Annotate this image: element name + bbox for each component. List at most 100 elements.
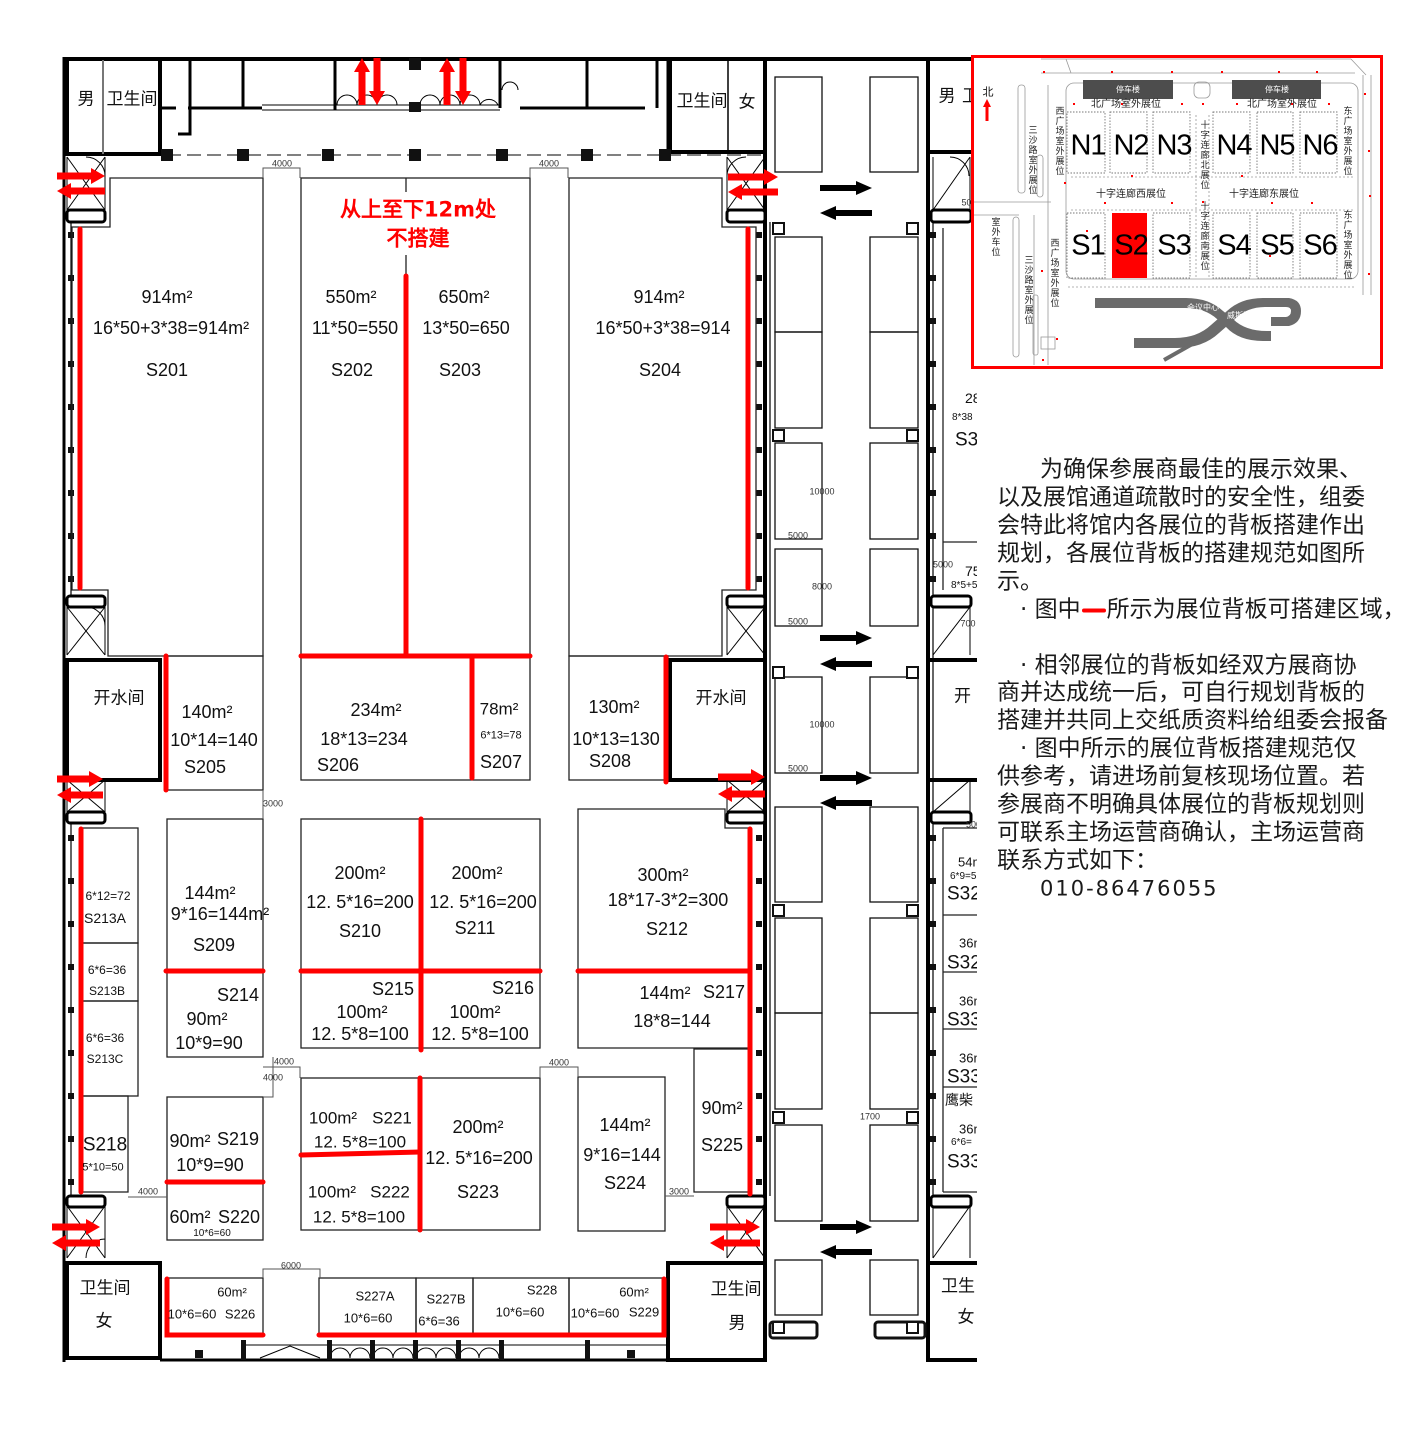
booth-area: 100m² — [336, 1002, 388, 1022]
booth-area: 144m² — [184, 883, 236, 903]
door-right-middle — [726, 606, 766, 656]
instruction-line: 搭建并共同上交纸质资料给组委会报备 — [997, 707, 1388, 734]
booth-formula: 9*16=144m² — [170, 904, 270, 924]
dimension-label: 4000 — [538, 158, 560, 169]
legend-suffix: 所示为展位背板可搭建区域， — [1106, 596, 1406, 623]
booth-area: 200m² — [452, 1117, 504, 1137]
booth-id: S213A — [83, 910, 127, 926]
booth-formula: 10*14=140 — [170, 730, 258, 750]
flow-arrow-right-icon — [820, 1220, 872, 1234]
columns — [161, 58, 671, 1360]
door-edge-lower — [932, 779, 971, 813]
booth-id: S206 — [316, 755, 360, 775]
dimension-label: 4000 — [271, 158, 293, 169]
corridor-stands — [768, 76, 927, 1340]
inset-corridor-south-label: 十字连廊南展位 — [1198, 201, 1209, 271]
booth-id: S228 — [526, 1282, 558, 1298]
booth-formula: 10*13=130 — [572, 729, 660, 749]
booth-id: S218 — [82, 1134, 128, 1156]
booth-outline-S201 — [71, 177, 264, 657]
north-arrow-icon — [983, 99, 991, 121]
door-edge-bottom — [932, 1205, 971, 1259]
edge-booth-label: 36m — [959, 1050, 977, 1066]
dimension-label: 5000 — [932, 559, 954, 570]
corridor-bench — [768, 1320, 819, 1340]
corridor-pillar — [772, 222, 919, 1334]
inset-conference-center-label: 会议中心 — [1187, 303, 1219, 312]
door-edge-middle — [932, 606, 971, 656]
booth-formula: 10*6=60 — [570, 1305, 620, 1321]
instruction-line: 可联系主场运营商确认，主场运营商 — [997, 819, 1365, 846]
dimension-label: 3000 — [262, 798, 284, 809]
edge-booth-label: 8*5+5 — [951, 580, 977, 591]
booth-area: 914m² — [633, 287, 685, 307]
column — [659, 149, 671, 161]
edge-booth-label: S3 — [955, 429, 977, 451]
dimension-bracket — [262, 167, 301, 178]
edge-booth-label: S33 — [947, 1066, 977, 1088]
edge-booth-label: S33 — [947, 1009, 977, 1031]
wall-piece — [725, 810, 767, 825]
restroom-bottom-left — [65, 1261, 162, 1360]
backboard-lines — [77, 226, 753, 1338]
inset-map-drawing — [974, 58, 1372, 365]
corridor-stand — [869, 1012, 919, 1110]
booth-formula: 12. 5*16=200 — [306, 892, 414, 912]
booth-id: S213B — [88, 984, 126, 998]
floor-plan: 男 卫生间 卫生间 女 男 卫 开水间 开水间 开 卫生间 女 卫生间 男 卫生… — [52, 57, 977, 1362]
inset-hall-N2 — [1109, 111, 1148, 174]
corridor-pillars — [772, 222, 919, 1334]
flow-arrow-right-icon — [820, 771, 872, 785]
booth-id: S207 — [479, 752, 523, 772]
corridor-stand — [774, 76, 823, 173]
booth-area: 60m² — [619, 1284, 649, 1300]
dimension-label: 4000 — [273, 1056, 295, 1067]
inset-north-plaza-label: 北广场室外展位 — [1247, 99, 1317, 110]
inset-corridor-east-label: 十字连廊东展位 — [1229, 189, 1299, 200]
booth-outline-S219-S220 — [166, 1096, 264, 1241]
edge-booth-label: 36m — [959, 935, 977, 951]
booth-formula: 9*16=144 — [583, 1145, 661, 1165]
booth-id: S208 — [588, 751, 632, 771]
inset-building-shape — [1163, 336, 1204, 362]
corridor-stand — [869, 1124, 919, 1222]
water-room-left — [65, 658, 162, 782]
inset-parking-building — [1083, 80, 1173, 99]
inset-road — [1036, 154, 1044, 198]
edge-booth-lines — [942, 228, 977, 1193]
booth-id: S222 — [370, 1182, 410, 1202]
edge-booth-label: S32 — [947, 952, 977, 974]
corridor-stand — [774, 331, 823, 429]
inset-outdoor-parking-label: 室外车位 — [989, 217, 1000, 257]
door-post — [370, 1340, 375, 1360]
edge-booth-label: 75 — [965, 563, 977, 579]
right-wall-dots — [756, 232, 762, 1185]
booth-area: 100m² — [308, 1108, 358, 1128]
column — [195, 1350, 203, 1358]
edge-booth-label: 54m — [958, 854, 977, 870]
door-right-top — [726, 156, 766, 211]
dimension-label: 4000 — [262, 1072, 284, 1083]
flow-arrow-left-icon — [820, 1245, 872, 1259]
location-inset-map: 北 停车楼 停车楼 北广场室外展位 北广场室外展位 N1 N2 N3 N4 N5… — [971, 55, 1383, 369]
exit-arrow-in-icon — [57, 771, 103, 787]
booth-area: 100m² — [449, 1002, 501, 1022]
booth-area: 650m² — [438, 287, 490, 307]
no-build-note-line1: 从上至下12m处 — [339, 197, 497, 222]
dimension-label: 700 — [960, 618, 976, 629]
dimension-label: 10000 — [809, 719, 835, 730]
inset-road — [974, 75, 1372, 365]
door-post — [413, 1340, 418, 1360]
booth-id: S227A — [355, 1288, 395, 1304]
booth-outline-S204 — [568, 177, 757, 657]
booth-id: S204 — [638, 360, 682, 380]
room-label-restroom-partial: 卫生 — [941, 1276, 975, 1297]
corridor-stand — [869, 676, 919, 774]
room-label-restroom: 卫生间 — [106, 89, 158, 110]
corridor-stand — [774, 806, 823, 903]
inset-halls — [1066, 111, 1338, 279]
booth-area: 90m² — [186, 1009, 228, 1029]
booth-id: S216 — [491, 978, 535, 998]
booth-formula: 13*50=650 — [422, 318, 510, 338]
wall-piece — [65, 208, 107, 224]
